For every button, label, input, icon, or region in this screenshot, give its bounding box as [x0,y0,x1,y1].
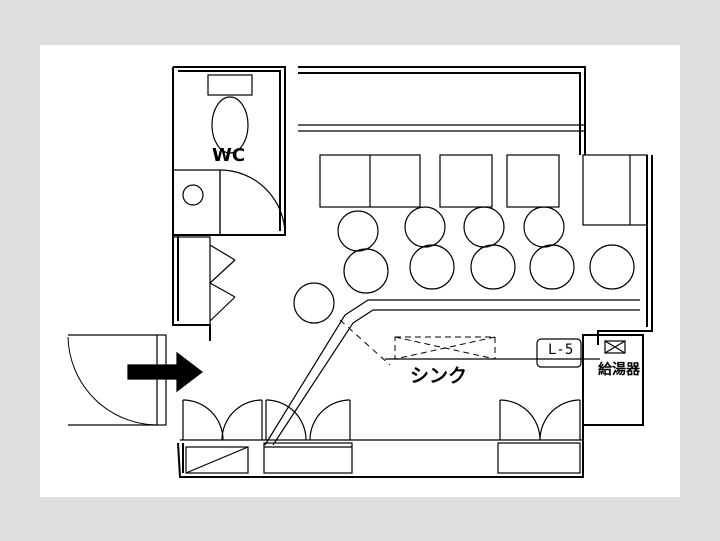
floor-plan-canvas: WC シンク L-5 給湯器 [40,45,680,497]
left-folding-door [172,236,236,326]
water-heater-label: 給湯器 [598,362,640,378]
sink-outline [385,336,600,360]
water-heater-x-icon [604,340,626,354]
floor-plan-drawing [67,66,653,478]
counter-area [264,124,648,446]
basin-icon [182,184,204,206]
entrance-door [67,334,167,426]
wc-door [219,169,286,236]
tag-box [536,338,582,368]
stools [293,206,635,324]
sink-label: シンク [410,365,468,387]
wc-label: WC [212,145,246,166]
wc-room [173,67,286,236]
bottom-doors [180,399,583,474]
tag-label: L-5 [548,342,574,358]
entrance-arrow-icon [127,351,203,393]
toilet-icon [207,74,253,154]
